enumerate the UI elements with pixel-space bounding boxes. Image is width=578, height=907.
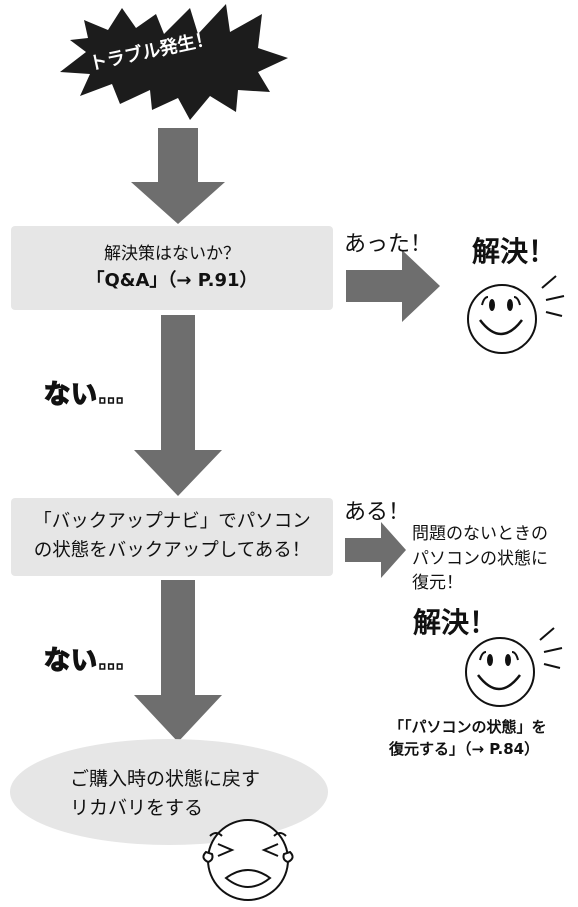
resolved-label-2: 解決！ bbox=[413, 606, 498, 639]
crying-face-icon bbox=[202, 819, 294, 901]
recovery-line-2: リカバリをする bbox=[70, 796, 204, 819]
smiley-face-icon bbox=[465, 627, 563, 707]
smiley-face-icon bbox=[467, 275, 565, 354]
restore-ref-line-2: 復元する」（→ P.84） bbox=[389, 739, 540, 758]
no-label-2: ない… bbox=[43, 645, 126, 677]
restore-ref-line-1: 「「パソコンの状態」を bbox=[389, 718, 547, 736]
restore-line-1: 問題のないときの bbox=[412, 524, 548, 544]
arrow-down-3 bbox=[134, 580, 222, 742]
arrow-right-1 bbox=[346, 250, 440, 322]
question-text: 解決策はないか？ bbox=[104, 243, 240, 264]
restore-action: 問題のないときの パソコンの状態に 復元！ bbox=[412, 522, 548, 596]
no-label-1: ない… bbox=[43, 379, 126, 411]
backup-line-1: 「バックアップナビ」でパソコン bbox=[33, 511, 311, 533]
restore-line-3: 復元！ bbox=[412, 573, 463, 594]
resolved-label-1: 解決！ bbox=[472, 235, 557, 268]
recovery-line-1: ご購入時の状態に戻す bbox=[70, 768, 261, 790]
arrow-right-2 bbox=[345, 522, 406, 578]
question-box-1: 解決策はないか？ 「Q&A」（→ P.91） bbox=[11, 226, 333, 310]
trouble-burst bbox=[60, 4, 288, 120]
arrow-down-2 bbox=[134, 315, 222, 496]
yes-label-2: ある！ bbox=[344, 500, 411, 525]
question-box-2: 「バックアップナビ」でパソコン の状態をバックアップしてある！ bbox=[11, 498, 333, 576]
arrow-down-1 bbox=[131, 128, 225, 224]
qa-reference: 「Q&A」（→ P.91） bbox=[86, 270, 258, 292]
restore-reference: 「「パソコンの状態」を 復元する」（→ P.84） bbox=[389, 717, 547, 761]
backup-line-2: の状態をバックアップしてある！ bbox=[33, 540, 311, 561]
recovery-ellipse bbox=[10, 739, 328, 845]
yes-label-1: あった！ bbox=[344, 232, 433, 257]
restore-line-2: パソコンの状態に bbox=[412, 548, 548, 569]
recovery-text: ご購入時の状態に戻す リカバリをする bbox=[70, 765, 260, 822]
